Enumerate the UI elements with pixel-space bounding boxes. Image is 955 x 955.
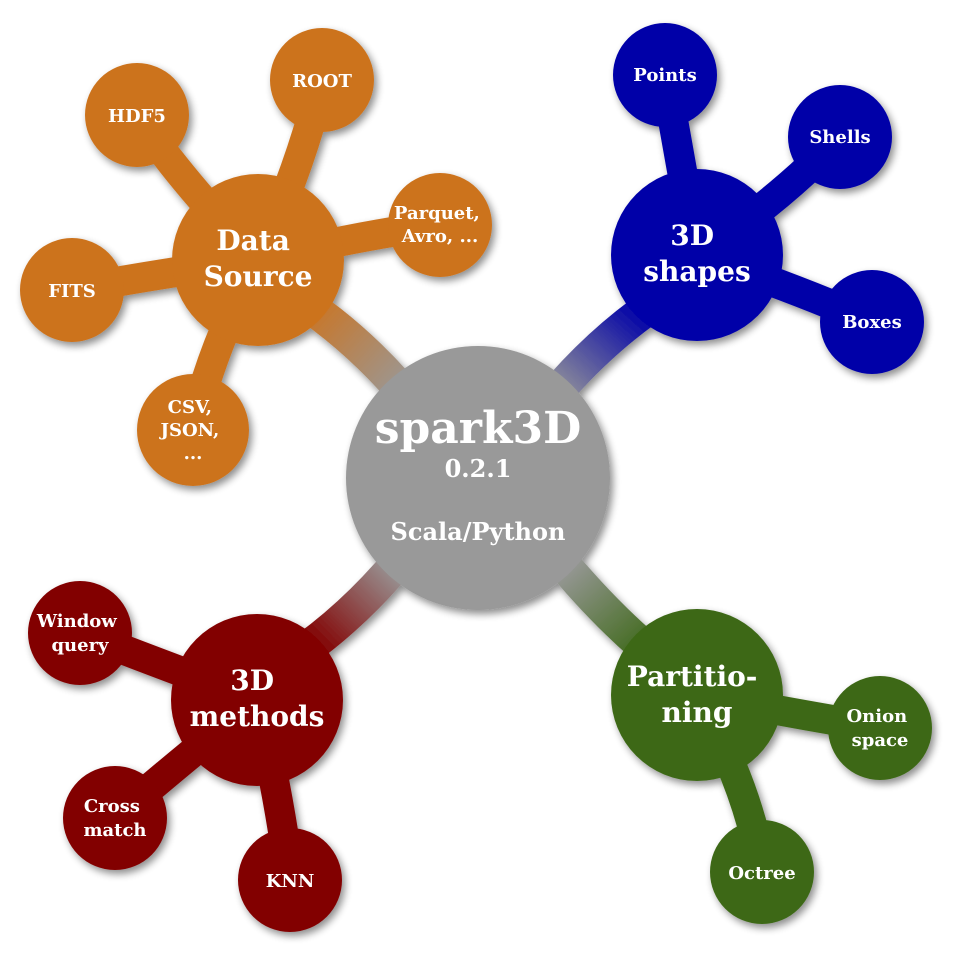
partitioning-label-line: Partitio- xyxy=(627,660,758,693)
boxes-node xyxy=(820,270,924,374)
boxes-label: Boxes xyxy=(842,312,902,333)
datasource-node xyxy=(172,174,344,346)
knn-node xyxy=(238,828,342,932)
onion-space-label: Onion space xyxy=(847,706,914,751)
shapes-node xyxy=(611,169,783,341)
center-node xyxy=(346,346,610,610)
cross-match-label: Cross match xyxy=(83,796,146,841)
fits-node xyxy=(20,238,124,342)
shells-label: Shells xyxy=(809,127,870,148)
parquet-label-line: Avro, ... xyxy=(401,226,479,247)
methods-node xyxy=(171,614,343,786)
datasource-label-line: Source xyxy=(204,260,313,293)
window-query-label-line: Window xyxy=(36,611,117,632)
hdf5-label: HDF5 xyxy=(108,106,166,127)
points-label: Points xyxy=(633,65,696,86)
partitioning-label: Partitio- ning xyxy=(627,660,767,729)
window-query-node xyxy=(28,581,132,685)
center-title: spark3D xyxy=(375,403,582,454)
window-query-label-line: query xyxy=(51,635,109,656)
csv-label-line: JSON, xyxy=(158,420,219,441)
onion-space-node xyxy=(828,676,932,780)
root-node xyxy=(270,28,374,132)
methods-label-line: methods xyxy=(190,700,325,733)
methods-label: 3D methods xyxy=(190,664,325,733)
csv-label: CSV, JSON, ... xyxy=(158,397,225,464)
shells-node xyxy=(788,85,892,189)
octree-node xyxy=(710,820,814,924)
points-node xyxy=(613,23,717,127)
partitioning-node xyxy=(611,609,783,781)
parquet-label: Parquet, Avro, ... xyxy=(394,203,486,247)
datasource-label-line: Data xyxy=(216,224,290,257)
cross-match-node xyxy=(63,766,167,870)
fits-label: FITS xyxy=(48,281,96,302)
onion-space-label-line: Onion xyxy=(847,706,908,727)
cross-match-label-line: match xyxy=(83,820,146,841)
csv-node xyxy=(137,374,249,486)
shapes-label-line: 3D xyxy=(670,219,714,252)
root-label: ROOT xyxy=(292,71,352,92)
partitioning-label-line: ning xyxy=(662,696,733,729)
center-version: 0.2.1 xyxy=(445,454,512,483)
parquet-node xyxy=(388,173,492,277)
shapes-label-line: shapes xyxy=(643,255,750,288)
cross-match-label-line: Cross xyxy=(84,796,140,817)
csv-label-line: ... xyxy=(184,443,203,464)
datasource-label: Data Source xyxy=(204,224,313,293)
csv-label-line: CSV, xyxy=(168,397,212,418)
parquet-label-line: Parquet, xyxy=(394,203,480,224)
window-query-label: Window query xyxy=(36,611,123,656)
methods-label-line: 3D xyxy=(230,664,274,697)
knn-label: KNN xyxy=(266,871,315,892)
onion-space-label-line: space xyxy=(852,730,909,751)
hdf5-node xyxy=(85,63,189,167)
octree-label: Octree xyxy=(728,863,795,884)
center-languages: Scala/Python xyxy=(391,517,566,546)
shapes-label: 3D shapes xyxy=(643,219,750,288)
